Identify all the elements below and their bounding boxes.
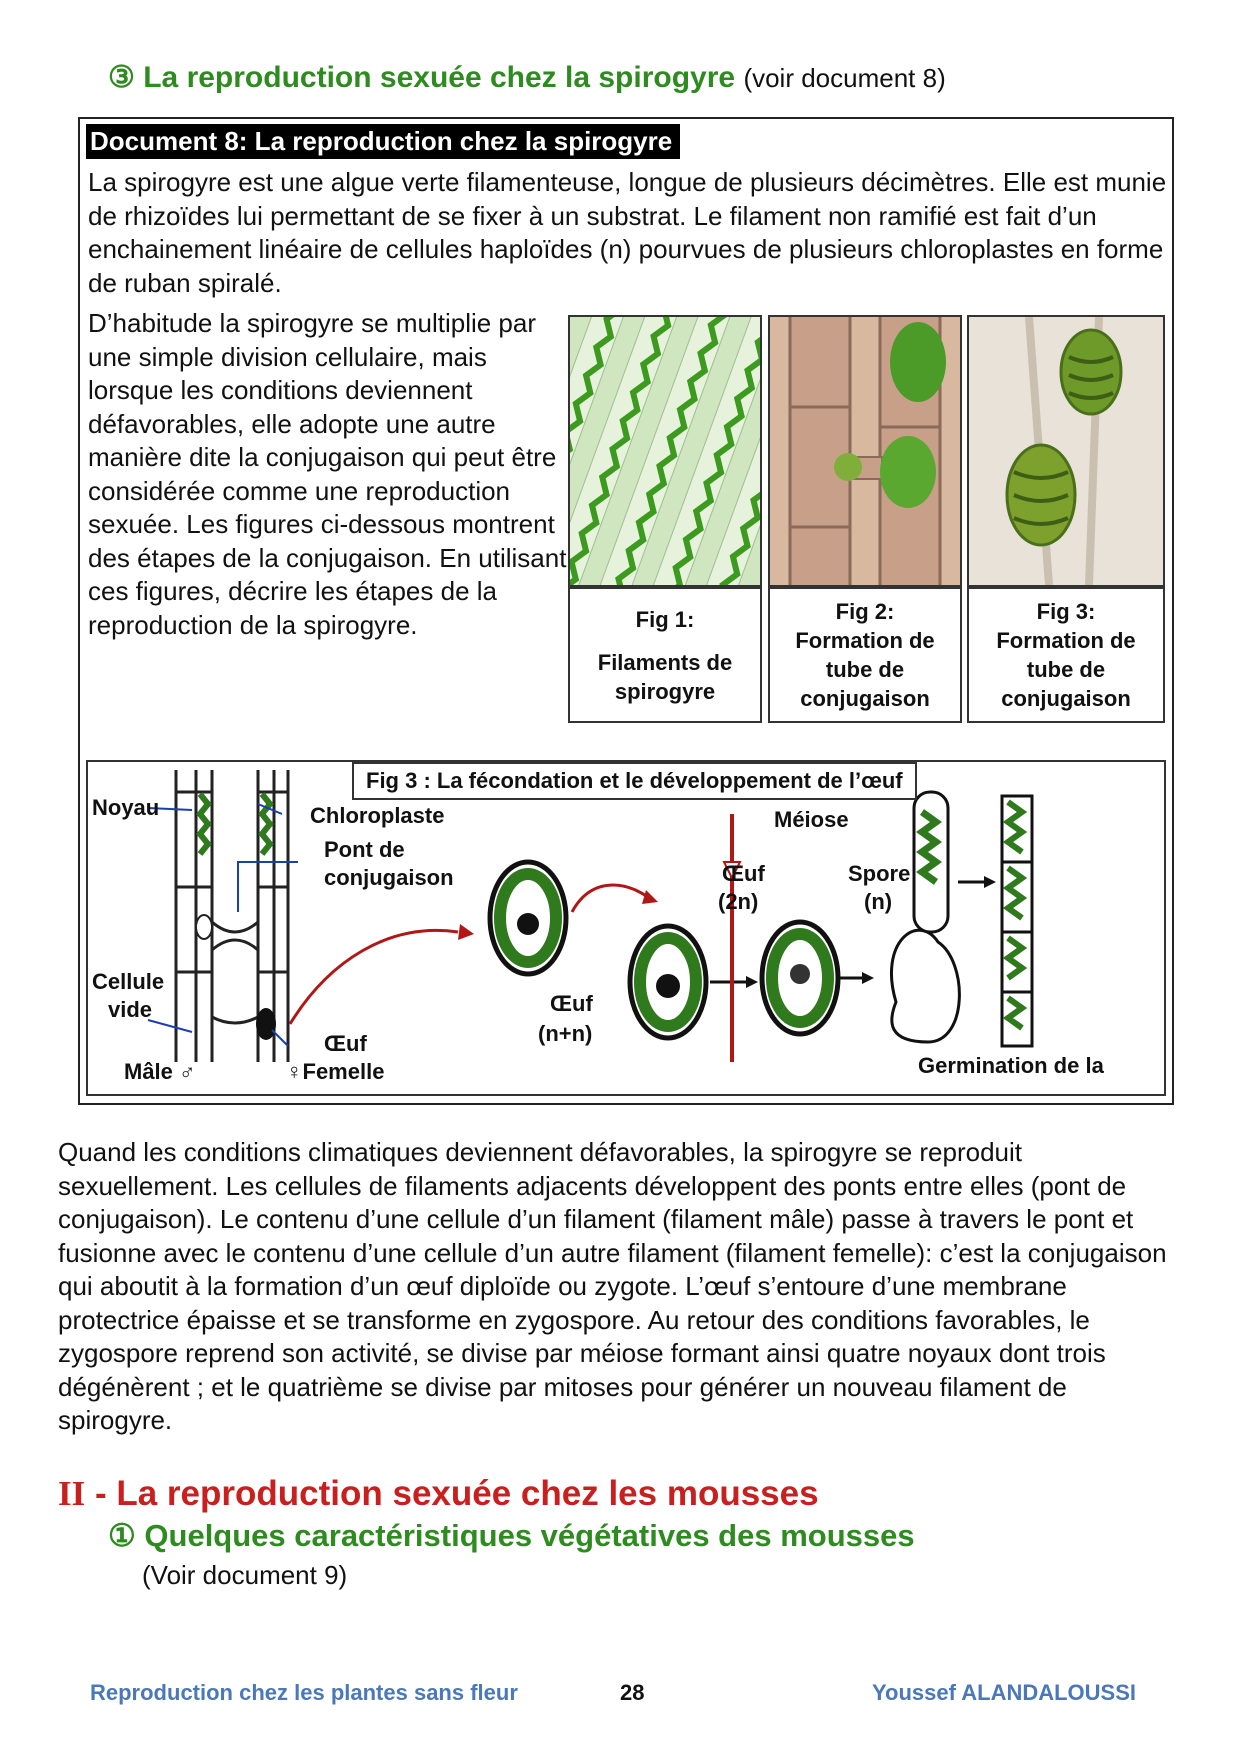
label-oeuf-left: Œuf: [324, 1031, 367, 1056]
section-title: ③ La reproduction sexuée chez la spirogy…: [108, 61, 736, 94]
label-male: Mâle ♂: [124, 1059, 196, 1084]
section-reference: (voir document 8): [743, 63, 946, 93]
footer-course-title: Reproduction chez les plantes sans fleur: [90, 1680, 518, 1705]
label-cellule-vide-2: vide: [108, 997, 153, 1022]
fig2-text: Formation de tube de conjugaison: [795, 628, 935, 711]
fig3-text: Formation de tube de conjugaison: [996, 628, 1136, 711]
chapter-heading: II - La reproduction sexuée chez les mou…: [58, 1474, 819, 1514]
label-spore-2: (n): [864, 889, 893, 914]
fertilization-diagram-frame: [86, 760, 1166, 1096]
label-cellule-vide-1: Cellule: [92, 969, 165, 994]
fig3-diagram-title: Fig 3 : La fécondation et le développeme…: [352, 762, 917, 800]
fig3-title-small: Fig 3:: [1036, 599, 1096, 624]
subsection-reference: (Voir document 9): [142, 1560, 348, 1590]
subsection-heading: ① Quelques caractéristiques végétatives …: [108, 1518, 915, 1553]
photo-zygospores: [967, 315, 1165, 587]
label-spore-1: Spore: [848, 861, 911, 886]
fig3-caption: Fig 3: Formation de tube de conjugaison: [967, 587, 1165, 723]
fertilization-diagram: [147, 770, 1034, 1062]
footer-page-number: 28: [620, 1680, 645, 1705]
section-heading: ③ La reproduction sexuée chez la spirogy…: [108, 60, 946, 95]
chapter-title: - La reproduction sexuée chez les mousse…: [85, 1474, 819, 1513]
label-oeuf-2n-2: (2n): [718, 889, 759, 914]
explanation-paragraph: Quand les conditions climatiques devienn…: [58, 1137, 1167, 1435]
label-oeuf-nn-2: (n+n): [538, 1021, 593, 1046]
fig2-caption: Fig 2: Formation de tube de conjugaison: [768, 587, 962, 723]
fig1-text: Filaments de spirogyre: [597, 649, 733, 704]
fig1-title: Fig 1:: [635, 606, 695, 632]
document-8-intro: La spirogyre est une algue verte filamen…: [88, 167, 1167, 298]
fig2-title: Fig 2:: [835, 599, 895, 624]
label-pont-conjugaison: Pont de conjugaison: [324, 837, 454, 890]
document-8-header: Document 8: La reproduction chez la spir…: [86, 124, 681, 159]
label-femelle: ♀Femelle: [286, 1059, 385, 1084]
photo-conjugation-tube: [768, 315, 962, 587]
label-germination: Germination de la: [918, 1053, 1104, 1078]
photo-filaments: [568, 315, 762, 587]
label-noyau: Noyau: [92, 795, 160, 820]
fig1-caption: Fig 1: Filaments de spirogyre: [568, 587, 762, 723]
label-oeuf-nn-1: Œuf: [550, 991, 593, 1016]
chapter-roman-numeral: II: [58, 1474, 86, 1513]
footer-author: Youssef ALANDALOUSSI: [872, 1680, 1137, 1705]
document-8-instructions: D’habitude la spirogyre se multiplie par…: [88, 308, 567, 640]
document-8-frame: [78, 117, 1174, 1105]
label-chloroplaste: Chloroplaste: [310, 803, 445, 828]
label-oeuf-2n-1: Œuf: [722, 861, 765, 886]
label-meiose: Méiose: [774, 807, 849, 832]
